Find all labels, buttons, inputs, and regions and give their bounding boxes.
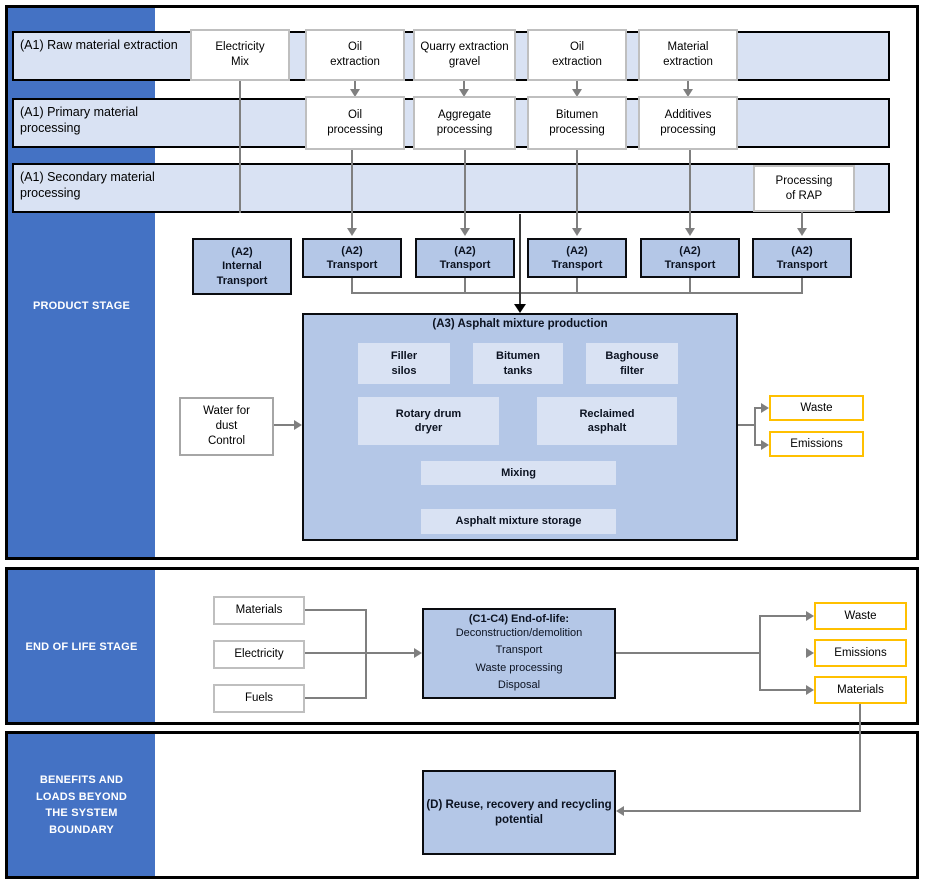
- arrow-head: [806, 648, 814, 658]
- extraction-box-material: Material extraction: [638, 29, 738, 81]
- transport-box-5: (A2) Transport: [752, 238, 852, 278]
- connector-line: [616, 652, 761, 654]
- connector-line-to-a3: [519, 214, 521, 305]
- eol-output-materials-box: Materials: [814, 676, 907, 704]
- connector-line: [759, 689, 807, 691]
- transport-box-3: (A2) Transport: [527, 238, 627, 278]
- connector-line: [354, 81, 356, 90]
- extraction-box-quarry-gravel: Quarry extraction gravel: [413, 29, 516, 81]
- extraction-box-electricity-mix: Electricity Mix: [190, 29, 290, 81]
- processing-box-aggregate: Aggregate processing: [413, 96, 516, 150]
- connector-line: [801, 211, 803, 228]
- arrow-head: [347, 228, 357, 236]
- d-reuse-recovery-recycling-box: (D) Reuse, recovery and recycling potent…: [422, 770, 616, 855]
- extraction-box-oil: Oil extraction: [305, 29, 405, 81]
- arrow-head: [460, 228, 470, 236]
- connector-line: [305, 697, 367, 699]
- connector-line: [351, 278, 353, 294]
- connector-line: [274, 424, 294, 426]
- transport-box-1: (A2) Transport: [302, 238, 402, 278]
- a3-rotary-drum-dryer: Rotary drum dryer: [358, 397, 499, 445]
- transport-box-4: (A2) Transport: [640, 238, 740, 278]
- arrow-head: [616, 806, 624, 816]
- arrow-head: [683, 89, 693, 97]
- connector-line: [859, 704, 861, 812]
- arrow-head: [294, 420, 302, 430]
- connector-line: [351, 150, 353, 228]
- arrow-head: [806, 685, 814, 695]
- band-label-secondary-processing: (A1) Secondary material processing: [20, 170, 155, 201]
- arrow-head: [806, 611, 814, 621]
- connector-line: [687, 81, 689, 90]
- connector-line: [689, 150, 691, 228]
- product-stage-label: PRODUCT STAGE: [32, 300, 131, 312]
- connector-line: [754, 444, 762, 446]
- eol-input-materials-box: Materials: [213, 596, 305, 625]
- eol-output-emissions-box: Emissions: [814, 639, 907, 667]
- a3-baghouse-filter: Baghouse filter: [586, 343, 678, 384]
- connector-line: [239, 81, 241, 213]
- transport-box-internal: (A2) Internal Transport: [192, 238, 292, 295]
- connector-line: [464, 150, 466, 228]
- connector-line: [305, 609, 367, 611]
- benefits-sidebar: [8, 734, 155, 876]
- end-of-life-sidebar: [8, 570, 155, 722]
- eol-input-electricity-box: Electricity: [213, 640, 305, 669]
- connector-line: [305, 652, 416, 654]
- arrow-head: [761, 403, 769, 413]
- a3-title: (A3) Asphalt mixture production: [432, 318, 608, 330]
- processing-box-bitumen: Bitumen processing: [527, 96, 627, 150]
- arrow-head: [761, 440, 769, 450]
- transport-box-2: (A2) Transport: [415, 238, 515, 278]
- connector-line: [576, 81, 578, 90]
- connector-line: [463, 81, 465, 90]
- connector-line: [464, 278, 466, 294]
- connector-line: [689, 278, 691, 294]
- arrow-head: [685, 228, 695, 236]
- connector-line: [738, 424, 755, 426]
- a3-asphalt-mixture-storage: Asphalt mixture storage: [421, 509, 616, 534]
- connector-line: [576, 278, 578, 294]
- band-secondary-material-processing: [12, 163, 890, 213]
- connector-line: [759, 615, 807, 617]
- output-waste-box: Waste: [769, 395, 864, 421]
- connector-line: [365, 609, 367, 699]
- a3-reclaimed-asphalt: Reclaimed asphalt: [537, 397, 677, 445]
- band-label-raw-extraction: (A1) Raw material extraction: [20, 38, 178, 52]
- benefits-label: BENEFITS AND LOADS BEYOND THE SYSTEM BOU…: [35, 774, 128, 836]
- c-box-title: (C1-C4) End-of-life:: [468, 613, 570, 626]
- connector-line: [754, 407, 762, 409]
- processing-box-additives: Additives processing: [638, 96, 738, 150]
- arrow-head: [797, 228, 807, 236]
- eol-output-waste-box: Waste: [814, 602, 907, 630]
- band-label-primary-processing: (A1) Primary material processing: [20, 105, 139, 136]
- connector-line: [576, 150, 578, 228]
- c-box-body: Deconstruction/demolition Transport Wast…: [455, 627, 583, 691]
- arrow-head: [572, 89, 582, 97]
- a3-bitumen-tanks: Bitumen tanks: [473, 343, 563, 384]
- arrow-head: [572, 228, 582, 236]
- processing-box-oil: Oil processing: [305, 96, 405, 150]
- water-for-dust-control-box: Water for dust Control: [179, 397, 274, 456]
- a3-mixing: Mixing: [421, 461, 616, 485]
- a3-filler-silos: Filler silos: [358, 343, 450, 384]
- product-stage-sidebar: [8, 8, 155, 557]
- connector-line: [754, 407, 756, 446]
- connector-line: [351, 292, 803, 294]
- end-of-life-label: END OF LIFE STAGE: [25, 641, 138, 653]
- connector-line: [624, 810, 861, 812]
- arrow-head: [459, 89, 469, 97]
- output-emissions-box: Emissions: [769, 431, 864, 457]
- processing-of-rap-box: Processing of RAP: [753, 165, 855, 212]
- arrow-head: [414, 648, 422, 658]
- arrow-head: [350, 89, 360, 97]
- c1-c4-end-of-life-box: (C1-C4) End-of-life: Deconstruction/demo…: [422, 608, 616, 699]
- connector-line: [759, 615, 761, 691]
- arrow-head-black: [514, 304, 526, 313]
- connector-line: [801, 278, 803, 294]
- extraction-box-oil-2: Oil extraction: [527, 29, 627, 81]
- eol-input-fuels-box: Fuels: [213, 684, 305, 713]
